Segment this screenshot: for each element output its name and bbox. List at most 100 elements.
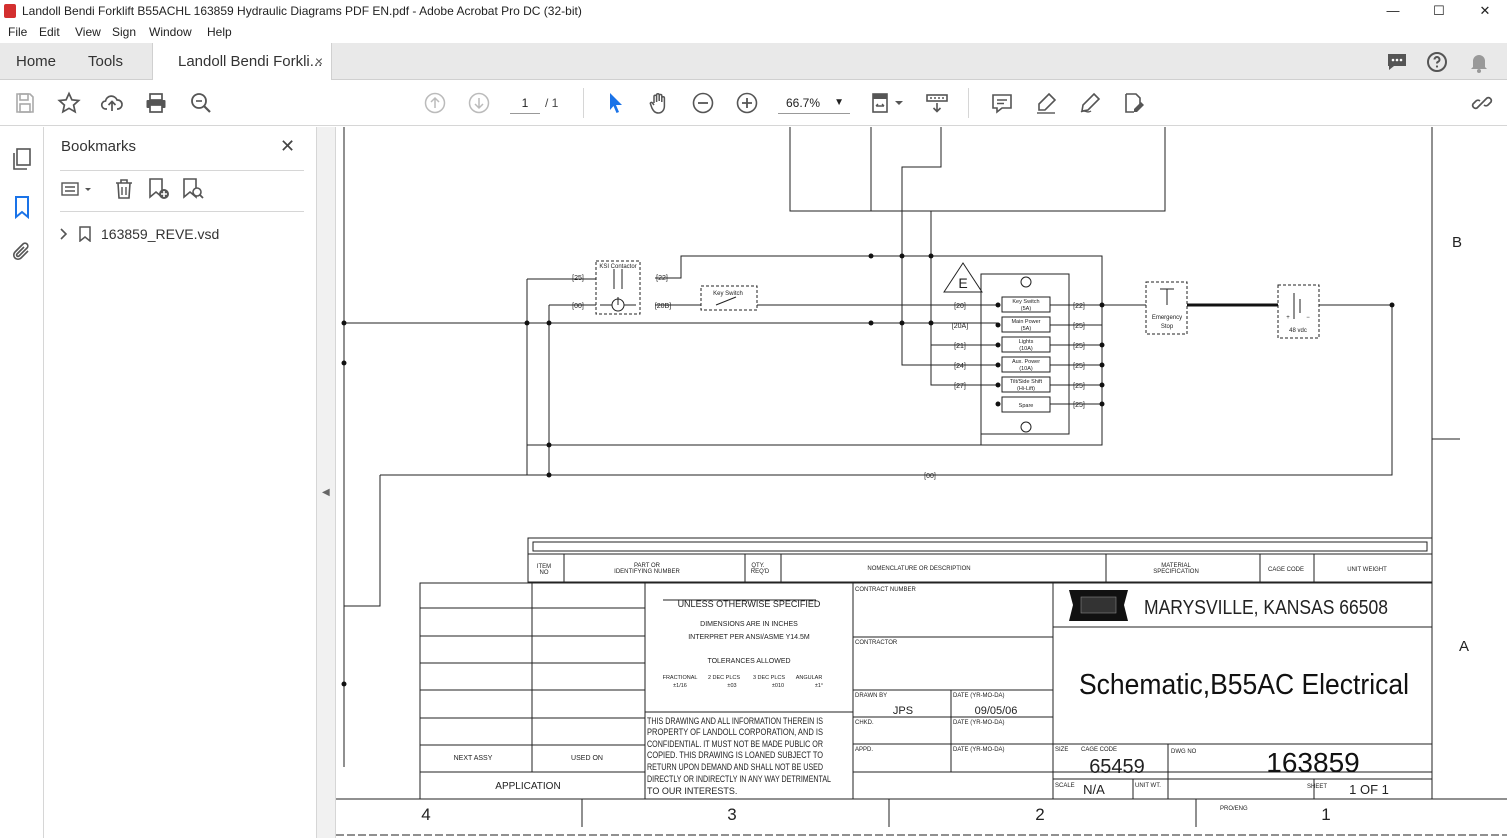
- zoom-level-select[interactable]: 66.7% ▼: [778, 92, 850, 114]
- draw-pen-icon[interactable]: [1078, 91, 1102, 115]
- fill-sign-icon[interactable]: [1122, 91, 1146, 115]
- new-bookmark-icon[interactable]: [146, 177, 170, 201]
- tolerance-value: ±1°: [815, 683, 823, 689]
- next-page-icon[interactable]: [467, 91, 491, 115]
- menu-view[interactable]: View: [75, 25, 101, 39]
- property-line: DIRECTLY OR INDIRECTLY IN ANY WAY DETRIM…: [647, 774, 831, 784]
- dwg-no-label: DWG NO: [1171, 749, 1197, 755]
- landoll-logo: [1069, 590, 1128, 621]
- tab-bar: Home Tools Landoll Bendi Forkli... ×: [0, 43, 1507, 81]
- bookmark-search-icon[interactable]: [180, 177, 204, 201]
- battery-plus: +: [1286, 315, 1290, 321]
- chevron-right-icon[interactable]: [58, 224, 70, 249]
- date-label: DATE (YR-MO-DA): [953, 747, 1005, 753]
- parts-header: MATERIAL: [1161, 563, 1191, 569]
- menu-sign[interactable]: Sign: [112, 25, 137, 39]
- tolerance-header: FRACTIONAL: [663, 675, 698, 681]
- parts-list-table: [527, 537, 1433, 583]
- cage-code-value: 65459: [1089, 756, 1145, 778]
- panel-divider: [60, 211, 304, 212]
- property-line: COPIED. THIS DRAWING IS LOANED SUBJECT T…: [647, 750, 823, 760]
- window-title: Landoll Bendi Forklift B55ACHL 163859 Hy…: [22, 4, 582, 18]
- paperclip-attachments-icon[interactable]: [10, 240, 34, 264]
- upload-cloud-icon[interactable]: [100, 91, 124, 115]
- estop-label: Emergency: [1152, 315, 1182, 321]
- comment-bubble-icon[interactable]: [1385, 50, 1409, 74]
- wire-label: [25]: [1073, 343, 1085, 350]
- chkd-label: CHKD.: [855, 720, 874, 726]
- next-assy-label: NEXT ASSY: [454, 755, 493, 762]
- wire-label: [25]: [572, 275, 584, 282]
- tolerances-label: TOLERANCES ALLOWED: [707, 658, 790, 665]
- hand-tool-icon[interactable]: [647, 91, 671, 115]
- left-navigation-rail: [0, 127, 44, 838]
- drawn-by-label: DRAWN BY: [855, 693, 887, 699]
- zoom-level-value: 66.7%: [786, 96, 821, 110]
- zoom-search-icon[interactable]: [189, 91, 213, 115]
- fuse-label: Key Switch: [1012, 299, 1039, 305]
- zoom-in-icon[interactable]: [735, 91, 759, 115]
- menu-window[interactable]: Window: [149, 25, 192, 39]
- menu-bar: File Edit View Sign Window Help: [0, 22, 1507, 43]
- junction-dots: [341, 253, 1395, 687]
- tab-document-label: Landoll Bendi Forkli...: [178, 53, 323, 70]
- panel-collapse-strip[interactable]: ◀: [317, 127, 336, 838]
- page-fit-icon[interactable]: [870, 91, 906, 115]
- collapse-panel-icon[interactable]: ◀: [322, 487, 330, 498]
- page-number-input[interactable]: 1: [510, 92, 540, 114]
- save-icon[interactable]: [13, 91, 37, 115]
- previous-page-icon[interactable]: [423, 91, 447, 115]
- parts-header: SPECIFICATION: [1153, 569, 1199, 575]
- cage-code-label: CAGE CODE: [1081, 747, 1117, 753]
- select-pointer-icon[interactable]: [604, 91, 628, 115]
- fuse-label: Spare: [1019, 403, 1034, 409]
- comment-icon[interactable]: [990, 91, 1014, 115]
- wire-label: [25]: [1073, 323, 1085, 330]
- highlight-pen-icon[interactable]: [1034, 91, 1058, 115]
- menu-edit[interactable]: Edit: [39, 25, 60, 39]
- wire-label: [22]: [1073, 303, 1085, 310]
- fuse-rating: (5A): [1021, 326, 1032, 332]
- bookmark-panel-icon[interactable]: [10, 195, 34, 220]
- wire-label: [00]: [924, 473, 936, 480]
- delete-trash-icon[interactable]: [112, 177, 136, 201]
- menu-help[interactable]: Help: [207, 25, 232, 39]
- maximize-button[interactable]: ☐: [1433, 3, 1445, 18]
- tab-close-icon[interactable]: ×: [314, 53, 323, 69]
- used-on-label: USED ON: [571, 755, 603, 762]
- property-line: TO OUR INTERESTS.: [647, 786, 737, 796]
- column-number: 4: [421, 805, 430, 824]
- fuse-label: Aux. Power: [1012, 359, 1040, 365]
- bookmark-options-icon[interactable]: [60, 177, 91, 201]
- appd-label: APPD.: [855, 747, 873, 753]
- parts-header: NOMENCLATURE OR DESCRIPTION: [867, 566, 970, 572]
- close-window-button[interactable]: ✕: [1479, 3, 1491, 18]
- help-icon[interactable]: [1425, 50, 1449, 74]
- star-icon[interactable]: [57, 91, 81, 115]
- tab-home[interactable]: Home: [16, 53, 57, 70]
- share-link-icon[interactable]: [1470, 91, 1494, 115]
- scroll-mode-icon[interactable]: [925, 91, 949, 115]
- wire-label: [27]: [954, 383, 966, 390]
- parts-header: ITEM: [537, 564, 551, 570]
- tab-document[interactable]: Landoll Bendi Forkli... ×: [152, 43, 332, 81]
- wire-label: [00]: [572, 303, 584, 310]
- bell-icon[interactable]: [1467, 50, 1491, 74]
- minimize-button[interactable]: —: [1386, 3, 1400, 18]
- sheet-label: SHEET: [1307, 784, 1327, 790]
- wire-label: [25]: [1073, 383, 1085, 390]
- close-icon[interactable]: ✕: [280, 136, 296, 156]
- property-line: RETURN UPON DEMAND AND SHALL NOT BE USED: [647, 762, 823, 772]
- page-thumbnails-icon[interactable]: [10, 147, 34, 171]
- print-icon[interactable]: [144, 91, 168, 115]
- menu-file[interactable]: File: [8, 25, 28, 39]
- size-label: SIZE: [1055, 747, 1068, 753]
- zoom-out-icon[interactable]: [691, 91, 715, 115]
- document-view[interactable]: Key Switch (5A) Main Power (5A) Lights (…: [336, 127, 1507, 838]
- scale-value: N/A: [1083, 782, 1105, 797]
- fuse-rating: (5A): [1021, 306, 1032, 312]
- key-switch-label: Key Switch: [713, 291, 743, 297]
- tab-tools[interactable]: Tools: [88, 53, 124, 70]
- parts-header: PART OR: [634, 563, 661, 569]
- contractor-label: CONTRACTOR: [855, 640, 898, 646]
